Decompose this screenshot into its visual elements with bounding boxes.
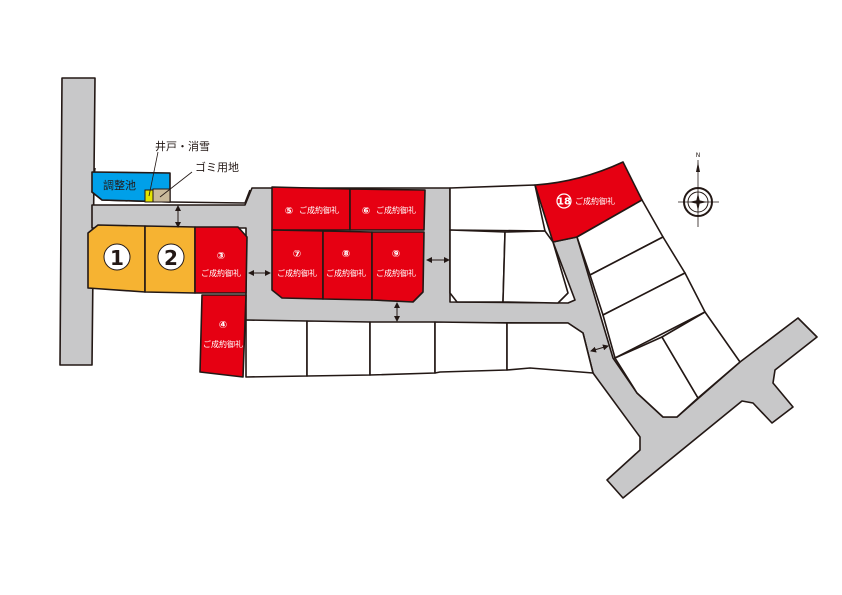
lower-lots — [245, 319, 594, 378]
lot-available[interactable] — [245, 319, 308, 378]
lot-number: ⑥ — [362, 206, 370, 217]
sold-label: ご成約御礼 — [376, 205, 416, 215]
lot-available[interactable] — [306, 320, 371, 377]
lot-7[interactable]: ⑦ ご成約御礼 — [271, 229, 324, 300]
north-label: N — [696, 152, 701, 159]
double-arrow-icon — [590, 344, 609, 353]
road-west-vertical — [59, 77, 96, 366]
lot-number: 2 — [164, 246, 178, 270]
access-arrows — [175, 205, 609, 353]
lot-available[interactable] — [506, 322, 594, 374]
lot-number: ③ — [217, 251, 225, 262]
sold-label: ご成約御礼 — [376, 268, 416, 278]
lot-available[interactable] — [369, 321, 436, 376]
lot-5[interactable]: ⑤ ご成約御礼 — [271, 186, 351, 231]
garbage-label: ゴミ用地 — [195, 160, 239, 174]
retention-pond-label: 調整池 — [103, 178, 136, 192]
lot-number: ⑤ — [285, 206, 293, 217]
lot-1[interactable]: 1 — [87, 224, 146, 293]
lot-number: ⑨ — [392, 249, 400, 260]
lot-number: ⑦ — [293, 249, 301, 260]
lot-9[interactable]: ⑨ ご成約御礼 — [371, 231, 425, 303]
lot-available[interactable] — [449, 229, 506, 303]
lot-6[interactable]: ⑥ ご成約御礼 — [349, 188, 426, 231]
sold-label: ご成約御礼 — [575, 196, 615, 206]
lot-available[interactable] — [449, 184, 546, 232]
right-lots — [576, 199, 741, 418]
lot-3[interactable]: ③ ご成約御礼 — [194, 226, 248, 294]
lot-available[interactable] — [502, 230, 569, 304]
lot-available[interactable] — [434, 321, 508, 374]
garbage-leader-line — [159, 171, 193, 198]
sold-label: ご成約御礼 — [277, 268, 317, 278]
north-compass-icon: N — [678, 152, 719, 227]
lot-number: 18 — [557, 197, 571, 208]
lot-4[interactable]: ④ ご成約御礼 — [199, 294, 247, 378]
sold-label: ご成約御礼 — [326, 268, 366, 278]
middle-lots — [449, 184, 569, 304]
lot-number: 1 — [110, 246, 124, 270]
lot-available[interactable] — [661, 311, 741, 399]
lot-number: ④ — [219, 320, 227, 331]
sold-label: ご成約御礼 — [299, 205, 339, 215]
lot-number: ⑧ — [342, 249, 350, 260]
well-label: 井戸・消雪 — [155, 139, 210, 153]
sold-label: ご成約御礼 — [201, 268, 241, 278]
sold-label: ご成約御礼 — [203, 339, 243, 349]
lot-2[interactable]: 2 — [144, 225, 196, 294]
lot-8[interactable]: ⑧ ご成約御礼 — [322, 230, 373, 301]
well-leader-line — [148, 151, 159, 197]
